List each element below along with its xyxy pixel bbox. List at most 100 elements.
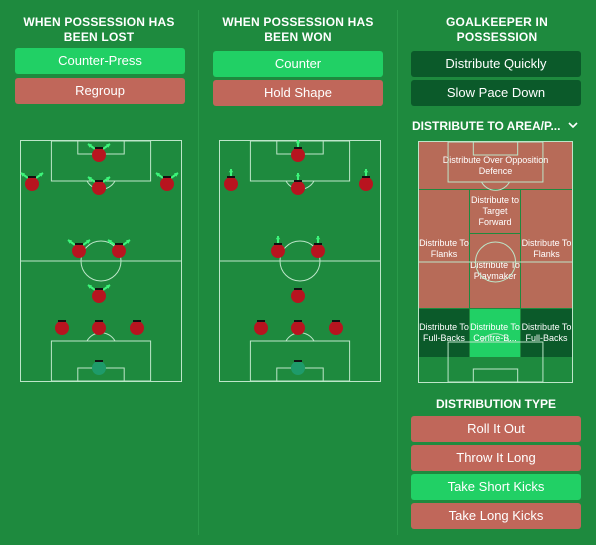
- player-marker: [92, 148, 106, 162]
- column-divider: [397, 10, 398, 535]
- player-marker: [72, 244, 86, 258]
- zone-centre-backs-label: Distribute To Centre-B...: [470, 322, 520, 343]
- take-short-kicks-button[interactable]: Take Short Kicks: [411, 474, 581, 500]
- arrow-head: [88, 285, 92, 289]
- distribute-quickly-button[interactable]: Distribute Quickly: [411, 51, 581, 77]
- arrow-head: [156, 173, 160, 177]
- possession-lost-title: WHEN POSSESSION HAS BEEN LOST: [23, 15, 175, 44]
- arrow-head: [295, 140, 301, 144]
- arrow-head: [21, 173, 25, 177]
- player-marker: [311, 244, 325, 258]
- six-yard-box-bottom: [472, 368, 519, 383]
- pitch-drawing: [220, 140, 380, 382]
- zone-over-defence-label: Distribute Over Opposition Defence: [442, 154, 549, 176]
- player-collar: [58, 320, 66, 322]
- counter-press-button[interactable]: Counter-Press: [15, 48, 185, 74]
- player-marker: [291, 289, 305, 303]
- centre-circle: [80, 240, 122, 282]
- regroup-button[interactable]: Regroup: [15, 78, 185, 104]
- player-marker: [271, 244, 285, 258]
- zone-fullbacks-right-label: Distribute To Full-Backs: [521, 322, 572, 343]
- distribute-area-title: DISTRIBUTE TO AREA/P...: [412, 119, 561, 133]
- counter-button[interactable]: Counter: [213, 51, 383, 77]
- player-marker: [25, 177, 39, 191]
- chevron-down-icon: [568, 122, 578, 129]
- distribute-area-dropdown[interactable]: DISTRIBUTE TO AREA/P...: [412, 117, 582, 133]
- zone-playmaker[interactable]: Distribute To Playmaker: [470, 234, 520, 308]
- player-collar: [274, 243, 282, 245]
- arrow-head: [106, 177, 110, 181]
- player-collar: [95, 320, 103, 322]
- centre-circle: [279, 240, 321, 282]
- take-long-kicks-button[interactable]: Take Long Kicks: [411, 503, 581, 529]
- player-collar: [95, 180, 103, 182]
- player-marker: [92, 321, 106, 335]
- player-collar: [28, 176, 36, 178]
- player-collar: [294, 360, 302, 362]
- goalkeeper-panel: GOALKEEPER IN POSSESSION Distribute Quic…: [398, 0, 596, 545]
- possession-won-panel: WHEN POSSESSION HAS BEEN WON Counter Hol…: [199, 0, 397, 545]
- player-marker: [329, 321, 343, 335]
- arrow-head: [126, 240, 130, 244]
- player-marker: [224, 177, 238, 191]
- player-collar: [294, 147, 302, 149]
- player-collar: [95, 147, 103, 149]
- player-marker: [291, 181, 305, 195]
- player-collar: [227, 176, 235, 178]
- player-marker: [55, 321, 69, 335]
- player-marker: [92, 289, 106, 303]
- player-collar: [133, 320, 141, 322]
- player-collar: [95, 288, 103, 290]
- zone-fullbacks-left[interactable]: Distribute To Full-Backs: [419, 309, 469, 357]
- player-marker: [291, 148, 305, 162]
- possession-lost-panel: WHEN POSSESSION HAS BEEN LOST Counter-Pr…: [0, 0, 198, 545]
- player-marker: [130, 321, 144, 335]
- player-marker: [160, 177, 174, 191]
- goalkeeper-title: GOALKEEPER IN POSSESSION: [446, 15, 548, 44]
- player-marker: [291, 321, 305, 335]
- player-collar: [163, 176, 171, 178]
- zone-over-defence[interactable]: Distribute Over Opposition Defence: [419, 142, 572, 189]
- zone-flanks-right-label: Distribute To Flanks: [521, 238, 572, 259]
- roll-it-out-button[interactable]: Roll It Out: [411, 416, 581, 442]
- arrow-head: [106, 144, 110, 148]
- zone-flanks-left-label: Distribute To Flanks: [419, 238, 469, 259]
- zone-flanks-right[interactable]: Distribute To Flanks: [521, 190, 572, 308]
- player-collar: [294, 320, 302, 322]
- throw-it-long-button[interactable]: Throw It Long: [411, 445, 581, 471]
- pitch-drawing: [20, 140, 181, 382]
- column-divider: [198, 10, 199, 535]
- arrow-head: [228, 169, 234, 173]
- zone-playmaker-label: Distribute To Playmaker: [470, 260, 520, 281]
- zone-fullbacks-right[interactable]: Distribute To Full-Backs: [521, 309, 572, 357]
- hold-shape-button[interactable]: Hold Shape: [213, 80, 383, 106]
- possession-won-title: WHEN POSSESSION HAS BEEN WON: [222, 15, 374, 44]
- arrow-head: [88, 177, 92, 181]
- goalkeeper-marker: [92, 361, 106, 375]
- zone-target-forward[interactable]: Distribute to Target Forward: [470, 190, 520, 233]
- distribution-type-title: DISTRIBUTION TYPE: [435, 397, 556, 411]
- player-collar: [75, 243, 83, 245]
- distribution-area-pitch: Distribute Over Opposition Defence Distr…: [418, 141, 573, 383]
- player-marker: [92, 181, 106, 195]
- player-collar: [332, 320, 340, 322]
- arrow-head: [174, 173, 178, 177]
- player-collar: [314, 243, 322, 245]
- player-collar: [294, 180, 302, 182]
- player-collar: [257, 320, 265, 322]
- player-marker: [112, 244, 126, 258]
- arrow-head: [108, 240, 112, 244]
- arrow-head: [88, 144, 92, 148]
- arrow-head: [86, 240, 90, 244]
- player-collar: [95, 360, 103, 362]
- player-collar: [294, 288, 302, 290]
- arrow-head: [68, 240, 72, 244]
- pitch-possession-lost: [20, 140, 182, 382]
- arrow-head: [106, 285, 110, 289]
- zone-centre-backs[interactable]: Distribute To Centre-B...: [470, 309, 520, 357]
- zone-flanks-left[interactable]: Distribute To Flanks: [419, 190, 469, 308]
- arrow-head: [363, 169, 369, 173]
- zone-target-forward-label: Distribute to Target Forward: [470, 195, 520, 227]
- slow-pace-down-button[interactable]: Slow Pace Down: [411, 80, 581, 106]
- arrow-head: [315, 236, 321, 240]
